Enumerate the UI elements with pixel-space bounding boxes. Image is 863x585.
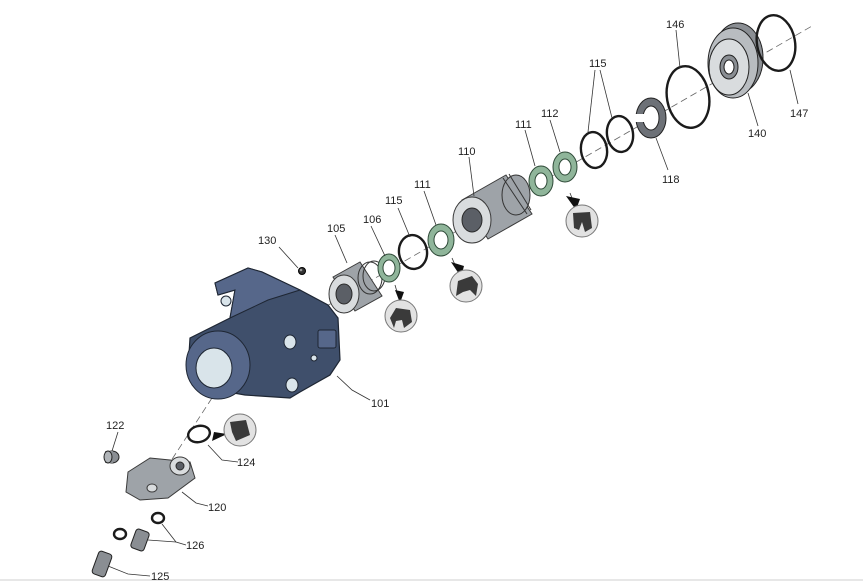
seal-106 — [377, 253, 401, 283]
lower-axis — [164, 397, 213, 471]
housing-bore — [195, 347, 233, 389]
o-ring-115-right-b — [605, 114, 635, 154]
callout-111-right: 111 — [515, 119, 532, 131]
fitting-120 — [125, 456, 196, 501]
detail-profile-111 — [449, 257, 483, 303]
retaining-ring-118 — [635, 97, 667, 139]
leader-lines — [107, 29, 799, 577]
seal-111-left — [427, 223, 455, 257]
callout-140: 140 — [748, 128, 766, 140]
callout-146: 146 — [666, 19, 684, 31]
callout-126: 126 — [186, 540, 204, 552]
callout-110: 110 — [458, 146, 476, 158]
bolt-126 — [130, 528, 150, 552]
callout-115-right: 115 — [589, 58, 607, 70]
callout-147: 147 — [790, 108, 808, 120]
callout-118: 118 — [662, 174, 680, 186]
callout-124: 124 — [237, 457, 255, 469]
callout-105: 105 — [327, 223, 345, 235]
housing-101 — [185, 267, 341, 400]
set-screw-130 — [298, 267, 306, 275]
detail-profile-124 — [212, 413, 257, 447]
callout-120: 120 — [208, 502, 226, 514]
detail-profile-112 — [565, 192, 599, 238]
o-ring-115-right-a — [579, 130, 609, 170]
callout-112: 112 — [541, 108, 559, 120]
washer-126 — [112, 511, 166, 541]
o-ring-147 — [755, 14, 797, 72]
o-ring-146 — [665, 65, 711, 129]
detail-profile-106 — [384, 284, 418, 333]
bolt-125 — [91, 550, 113, 578]
plug-122 — [103, 450, 120, 464]
o-ring-124 — [186, 424, 212, 444]
o-ring-115-left — [397, 233, 429, 271]
callout-125: 125 — [151, 571, 169, 583]
end-cap-140 — [707, 22, 764, 99]
gland-105 — [328, 260, 386, 314]
piston-110 — [452, 173, 533, 244]
seal-112 — [552, 151, 578, 183]
callout-labels: 101 105 106 115 111 110 111 112 115 118 … — [106, 19, 808, 583]
callout-122: 122 — [106, 420, 124, 432]
callout-115-left: 115 — [385, 195, 403, 207]
callout-101: 101 — [371, 398, 389, 410]
callout-130: 130 — [258, 235, 276, 247]
seal-111-right — [528, 165, 554, 197]
callout-106: 106 — [363, 214, 381, 226]
callout-111-left: 111 — [414, 179, 431, 191]
